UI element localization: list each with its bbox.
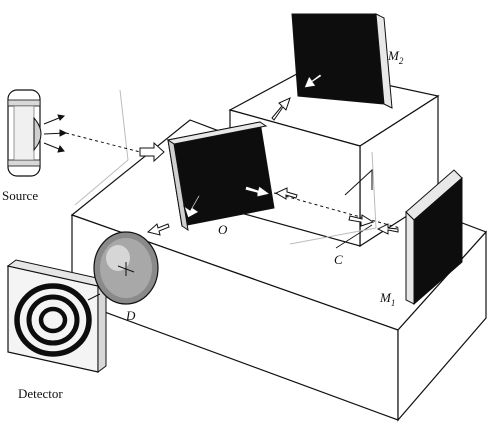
label-source: Source [2,188,38,203]
light-source [8,90,66,176]
detector [8,260,106,372]
label-beam-splitter: O [218,222,228,237]
source-rays [44,115,66,152]
label-mirror2: M2 [387,48,404,66]
mirror-m2 [292,14,392,108]
label-detector: Detector [18,386,63,401]
label-compensator: C [334,252,343,267]
label-lens: D [125,308,136,323]
